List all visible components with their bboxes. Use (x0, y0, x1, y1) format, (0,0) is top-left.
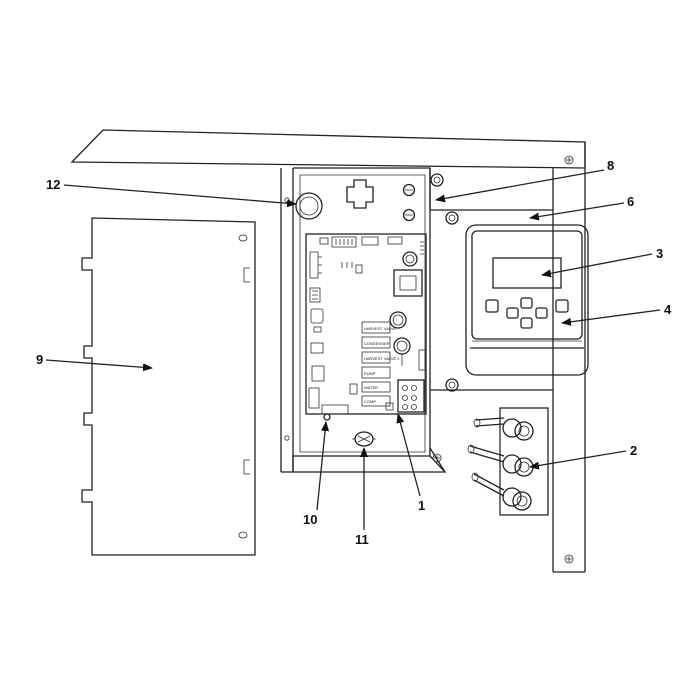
board-mounting-screw (323, 413, 331, 421)
callout-number: 4 (664, 302, 672, 317)
controller-button (555, 299, 569, 313)
callout-8: 8 (435, 158, 614, 203)
switch-lamp (471, 472, 532, 511)
access-cover (81, 217, 256, 556)
relay-label: COMP (364, 399, 376, 404)
relay-label: HARVEST VALVE 2 (364, 356, 400, 361)
callout-number: 6 (627, 194, 634, 209)
callout-number: 11 (355, 532, 369, 547)
callout-1: 1 (396, 413, 425, 513)
callout-2: 2 (529, 443, 637, 470)
controller-display (492, 257, 562, 289)
controller-button (485, 299, 499, 313)
cabinet-right-wall (552, 155, 586, 573)
callout-4: 4 (561, 302, 672, 326)
controller-button (535, 307, 548, 319)
mounting-screws (402, 183, 416, 222)
controller-button (520, 297, 533, 309)
relay-label: PUMP (364, 371, 376, 376)
callout-number: 2 (630, 443, 637, 458)
callout-9: 9 (36, 352, 153, 372)
callout-11: 11 (355, 447, 369, 547)
callout-6: 6 (529, 194, 634, 221)
cabinet-top-panel (70, 129, 586, 169)
relay-label: HARVEST VALVE (364, 326, 396, 331)
callout-number: 1 (418, 498, 425, 513)
relay-label: CONDENSER (364, 341, 390, 346)
callout-number: 9 (36, 352, 43, 367)
controller-button (506, 307, 519, 319)
callout-3: 3 (541, 246, 663, 278)
grommet (295, 192, 323, 220)
controller-button (520, 317, 533, 329)
callout-number: 10 (303, 512, 317, 527)
relay-label: WATER (364, 385, 378, 390)
callout-number: 8 (607, 158, 614, 173)
digital-controller (465, 224, 589, 376)
indicator-switches (467, 407, 549, 516)
callout-number: 12 (46, 177, 60, 192)
sensor-clip (352, 431, 376, 447)
callout-number: 3 (656, 246, 663, 261)
switch-lamp (473, 417, 534, 441)
knockout-cutout (346, 179, 374, 209)
callout-10: 10 (303, 421, 330, 527)
control-board: HARVEST VALVE CONDENSER HARVEST VALVE 2 … (305, 233, 427, 415)
controller-mount-plate (430, 173, 553, 392)
ground-symbol-icon (564, 554, 574, 564)
ground-symbol-icon (564, 155, 574, 165)
callout-12: 12 (46, 177, 297, 208)
ground-symbol-icon (432, 453, 442, 463)
